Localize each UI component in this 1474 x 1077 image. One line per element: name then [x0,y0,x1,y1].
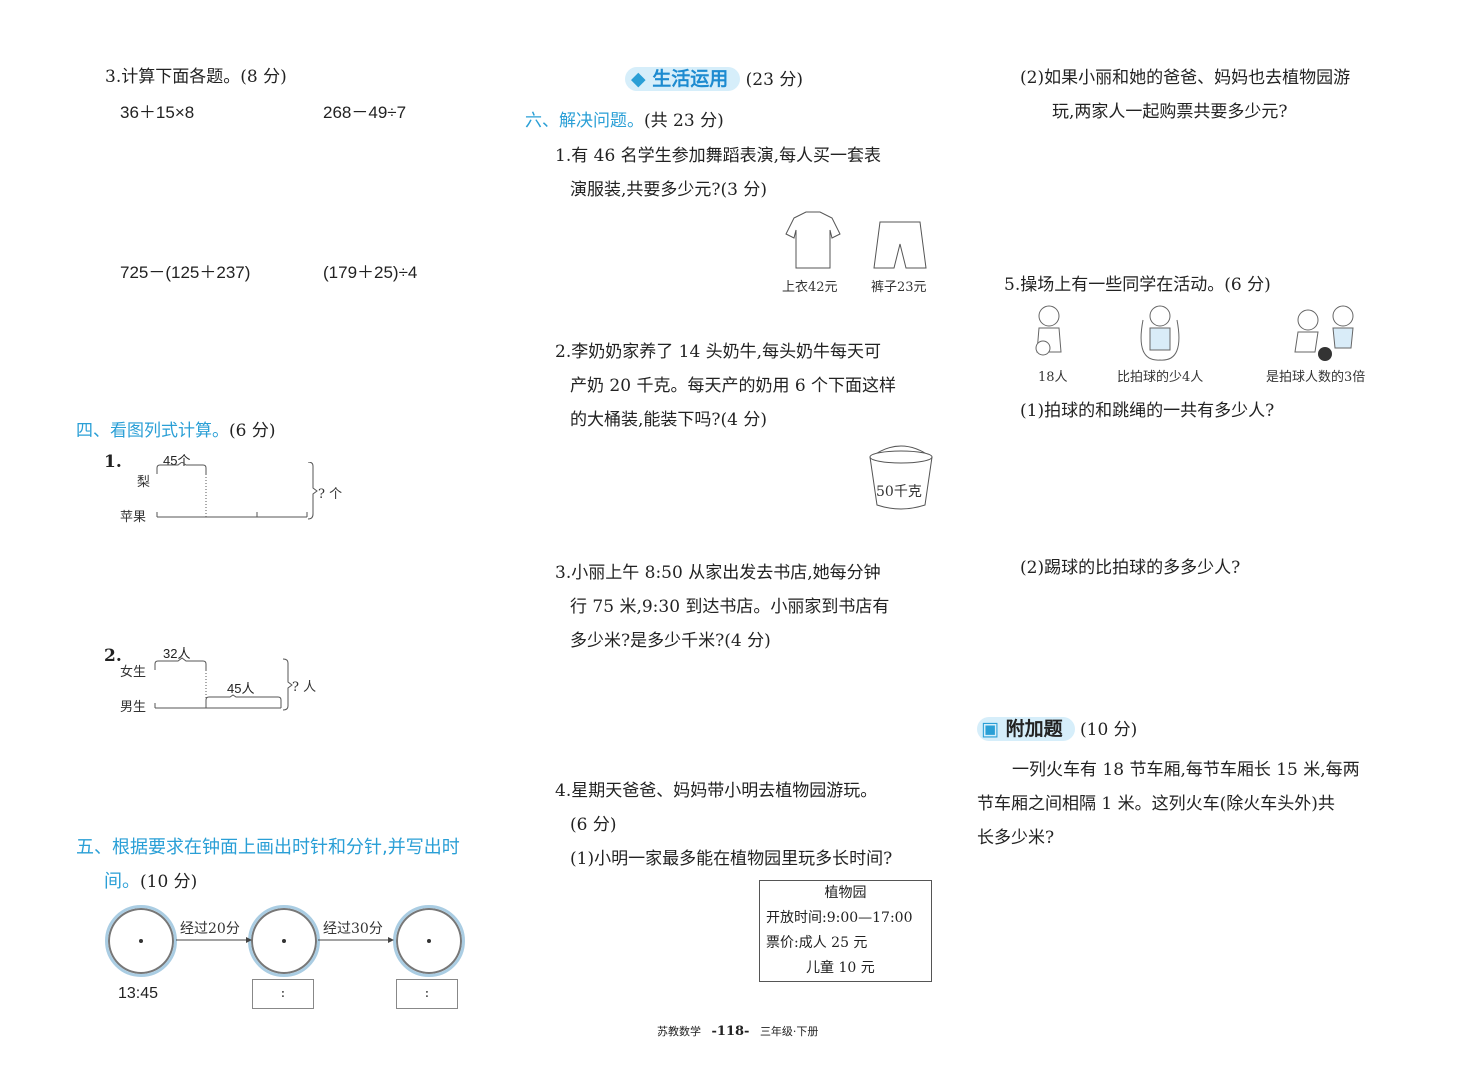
q5-sub2: (2)踢球的比拍球的多多少人? [1020,558,1241,578]
label-ball-count: 18人 [1038,370,1068,385]
park-hours: 开放时间:9:00—17:00 [766,910,913,926]
arrow-label-1: 经过20分 [180,921,240,937]
diagram-2-mid-value: 45人 [227,681,255,696]
q2-line1: 2.李奶奶家养了 14 头奶牛,每头奶牛每天可 [555,342,882,362]
shirt-icon [785,211,841,269]
footer: 苏教数学 -118- 三年级·下册 [657,1023,818,1039]
boys-playing-football-icon [1297,309,1319,331]
section-4-heading: 四、看图列式计算。(6 分) [76,416,275,441]
bonus-line1: 一列火车有 18 节车厢,每节车厢长 15 米,每两 [1012,760,1360,780]
q3m-line3: 多少米?是多少千米?(4 分) [570,631,771,651]
bonus-heading: ▣ 附加题 (10 分) [977,714,1137,741]
diagram-2-total: ? 人 [292,680,317,695]
bonus-score: (10 分) [1080,720,1138,740]
q5-sub1: (1)拍球的和跳绳的一共有多少人? [1020,401,1275,421]
q4-sub1: (1)小明一家最多能在植物园里玩多长时间? [570,849,893,869]
q4-line1: 4.星期天爸爸、妈妈带小明去植物园游玩。 [555,781,878,801]
expr-4: (179＋25)÷4 [323,263,418,282]
q1-line2: 演服装,共要多少元?(3 分) [570,180,768,200]
section-6-heading: 六、解决问题。(共 23 分) [525,106,724,131]
diagram-1-total: ? 个 [318,487,343,502]
bonus-icon: ▣ [981,718,1006,740]
footer-grade: 三年级·下册 [759,1025,819,1038]
diagram-2-row2: 男生 [120,700,147,715]
banner-score: (23 分) [745,70,803,90]
q1-line1: 1.有 46 名学生参加舞蹈表演,每人买一套表 [555,146,882,166]
page-number: -118- [711,1024,750,1039]
diagram-1-row1: 梨 [137,475,151,490]
girl-bouncing-ball-icon [1038,305,1060,327]
section-6-title: 六、解决问题。 [525,111,644,131]
bonus-title: 附加题 [1005,718,1063,740]
q4-sub2-line1: (2)如果小丽和她的爸爸、妈妈也去植物园游 [1020,68,1351,88]
park-price-child: 儿童 10 元 [806,960,875,976]
q2-line2: 产奶 20 千克。每天产的奶用 6 个下面这样 [570,376,897,396]
time-answer-box-1[interactable]: : [252,979,314,1009]
clothes-illustration [785,211,927,269]
park-title: 植物园 [824,885,867,901]
children-illustration [1035,305,1354,361]
bonus-line2: 节车厢之间相隔 1 米。这列火车(除火车头外)共 [977,794,1335,814]
shorts-price: 裤子23元 [871,280,927,295]
shirt-price: 上衣42元 [782,280,838,295]
footer-book: 苏教数学 [657,1025,701,1038]
expr-2: 268－49÷7 [323,103,407,122]
bucket-icon [869,445,933,510]
banner-tag: ◆ 生活运用 [625,67,741,91]
bonus-tag: ▣ 附加题 [977,717,1075,741]
label-football-count: 是拍球人数的3倍 [1266,370,1366,385]
q2-line3: 的大桶装,能装下吗?(4 分) [570,410,768,430]
park-info-table: 植物园 开放时间:9:00—17:00 票价:成人 25 元 儿童 10 元 [759,880,932,982]
section-5-score: (10 分) [140,872,198,892]
boy-jumping-rope-icon [1149,305,1171,327]
banner: ◆ 生活运用 (23 分) [625,64,803,91]
q3m-line1: 3.小丽上午 8:50 从家出发去书店,她每分钟 [555,563,881,583]
section-4-title: 四、看图列式计算。 [76,421,229,441]
q5-title: 5.操场上有一些同学在活动。(6 分) [1004,275,1271,295]
clock-face-3[interactable] [393,905,465,977]
diagram-1-row2: 苹果 [120,510,147,525]
section-6-score: (共 23 分) [644,111,724,131]
label-rope-count: 比拍球的少4人 [1117,370,1204,385]
diagram-1-number: 1. [104,452,122,472]
clock-face-1[interactable] [105,905,177,977]
section-5-heading-line2: 间。(10 分) [104,867,197,893]
section-5-title-line1: 五、根据要求在钟面上画出时针和分针,并写出时 [76,837,460,858]
line-diagram-2 [154,657,293,711]
diagram-2-top-value: 32人 [163,646,191,661]
diagram-1-top-value: 45个 [163,453,191,468]
banner-title: 生活运用 [652,68,729,90]
park-price-adult: 票价:成人 25 元 [766,935,868,951]
bucket-label: 50千克 [876,484,922,500]
q3-title: 3.计算下面各题。(8 分) [105,67,287,87]
q3m-line2: 行 75 米,9:30 到达书店。小丽家到书店有 [570,597,890,617]
time-answer-box-2[interactable]: : [396,979,458,1009]
section-5-title-line2: 间。 [104,871,140,892]
bonus-line3: 长多少米? [977,828,1055,848]
section-4-score: (6 分) [229,421,276,441]
q4-line2: (6 分) [570,815,617,835]
start-time: 13:45 [118,985,159,1002]
cube-icon: ◆ [631,68,653,90]
expr-3: 725－(125＋237) [120,263,251,282]
shorts-icon [873,221,927,269]
diagram-2-row1: 女生 [120,665,147,680]
diagram-2-number: 2. [104,646,122,666]
line-diagram-1 [156,462,318,520]
arrows [176,937,394,943]
expr-1: 36＋15×8 [120,103,195,122]
arrow-label-2: 经过30分 [323,921,383,937]
q4-sub2-line2: 玩,两家人一起购票共要多少元? [1052,102,1288,122]
